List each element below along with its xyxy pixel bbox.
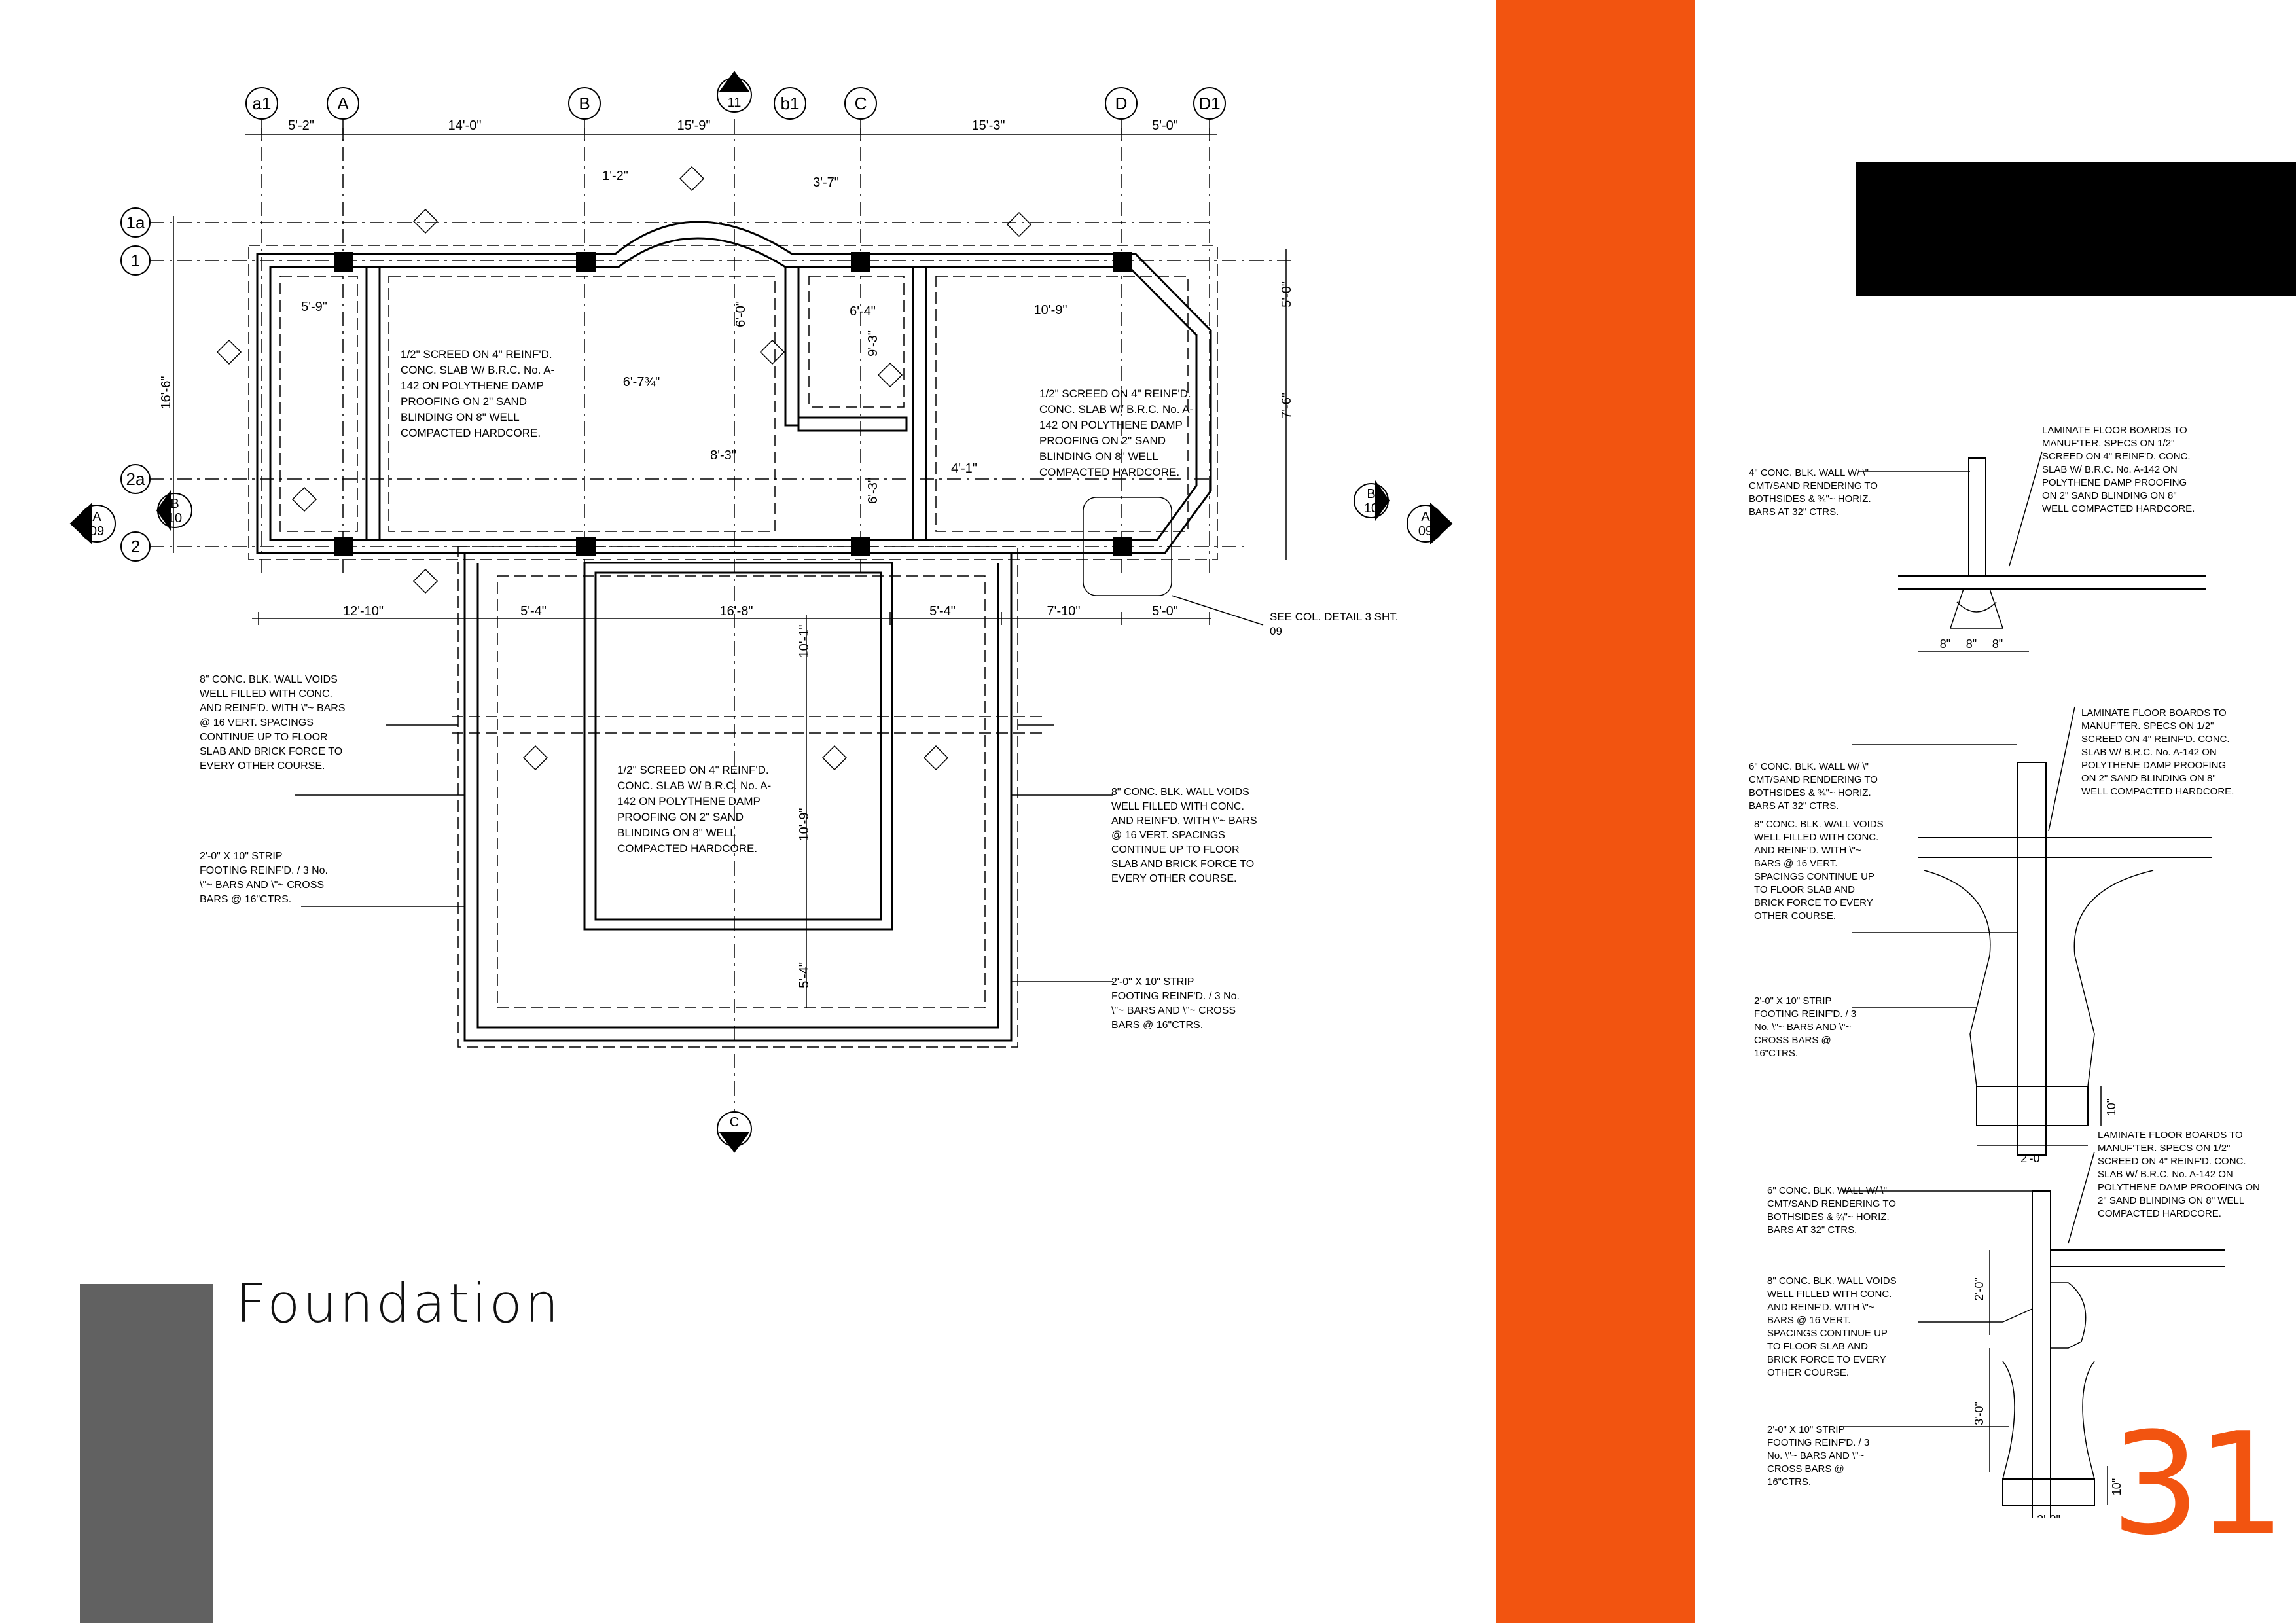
footing-note-left: 2'-0" X 10" STRIP FOOTING REINF'D. / 3 N… — [200, 851, 328, 905]
svg-text:1: 1 — [131, 251, 140, 270]
svg-text:B: B — [579, 94, 590, 113]
section-b-left-letter: B — [170, 497, 179, 511]
svg-text:2a: 2a — [126, 469, 145, 489]
svg-text:5'-2": 5'-2" — [288, 118, 314, 133]
section-a-left-sheet: 09 — [90, 524, 104, 539]
svg-text:1'-2": 1'-2" — [602, 169, 628, 183]
svg-text:5'-0": 5'-0" — [1280, 281, 1294, 308]
detail-3-floor-note: LAMINATE FLOOR BOARDS TO MANUF'TER. SPEC… — [2098, 1130, 2260, 1219]
svg-text:10'-1": 10'-1" — [797, 625, 812, 658]
section-c-bottom-letter: C — [730, 1115, 739, 1130]
detail-3-footing-note: 2'-0" X 10" STRIP FOOTING REINF'D. / 3 N… — [1767, 1424, 1870, 1488]
detail-2-dim-depth: 10" — [2105, 1099, 2118, 1116]
svg-text:5'-4": 5'-4" — [797, 962, 812, 988]
detail-2 — [1852, 706, 2212, 1156]
detail-3 — [1842, 1151, 2225, 1518]
svg-text:5'-4": 5'-4" — [929, 604, 956, 618]
detail-3-dim-depth: 10" — [2110, 1478, 2123, 1495]
detail-1-dim-2: 8" — [1966, 637, 1977, 651]
svg-text:9'-3": 9'-3" — [866, 330, 880, 357]
foundation-plan: a1 A B b1 C D D1 1a 1 2a 2 A 09 A 09 B 1… — [69, 71, 1453, 1153]
detail-2-wall-note: 6" CONC. BLK. WALL W/ \" CMT/SAND RENDER… — [1749, 761, 1878, 812]
svg-text:C: C — [855, 94, 867, 113]
svg-text:14'-0": 14'-0" — [448, 118, 482, 133]
section-a-left-letter: A — [92, 510, 101, 524]
gray-side-bar — [80, 1284, 213, 1623]
section-markers — [69, 71, 1453, 1153]
detail-3-dim-a: 2'-0" — [1973, 1277, 1986, 1301]
detail-2-floor-note: LAMINATE FLOOR BOARDS TO MANUF'TER. SPEC… — [2081, 707, 2234, 797]
svg-text:6'-3": 6'-3" — [866, 478, 880, 504]
slab-note-2: 1/2" SCREED ON 4" REINF'D. CONC. SLAB W/… — [1039, 387, 1194, 478]
svg-text:2: 2 — [131, 537, 140, 556]
slab-note-1: 1/2" SCREED ON 4" REINF'D. CONC. SLAB W/… — [401, 348, 555, 439]
svg-text:5'-9": 5'-9" — [301, 300, 327, 314]
svg-text:6'-7¾": 6'-7¾" — [623, 375, 660, 389]
detail-3-block-note: 8" CONC. BLK. WALL VOIDS WELL FILLED WIT… — [1767, 1275, 1897, 1378]
dimension-labels: 5'-2" 14'-0" 15'-9" 15'-3" 5'-0" 12'-10"… — [288, 118, 1178, 618]
section-b-left-sheet: 10 — [168, 511, 182, 526]
svg-text:A: A — [337, 94, 349, 113]
page-title: Foundation — [236, 1273, 562, 1335]
svg-text:10'-9": 10'-9" — [1034, 303, 1067, 317]
detail-3-wall-note: 6" CONC. BLK. WALL W/ \" CMT/SAND RENDER… — [1767, 1185, 1896, 1236]
svg-text:7'-6": 7'-6" — [1280, 393, 1294, 419]
svg-text:1a: 1a — [126, 213, 145, 232]
svg-text:15'-9": 15'-9" — [677, 118, 711, 133]
svg-text:5'-0": 5'-0" — [1152, 604, 1178, 618]
svg-text:4'-1": 4'-1" — [951, 461, 977, 476]
black-header-tab — [1856, 162, 2296, 296]
section-c-top-letter: C — [730, 81, 739, 96]
svg-text:7'-10": 7'-10" — [1047, 604, 1081, 618]
svg-text:16'-8": 16'-8" — [720, 604, 753, 618]
detail-3-dim-width: 2'-0" — [2037, 1513, 2060, 1518]
orange-band — [1496, 0, 1695, 1623]
svg-text:10'-9": 10'-9" — [797, 808, 812, 842]
svg-text:15'-3": 15'-3" — [972, 118, 1005, 133]
svg-text:5'-0": 5'-0" — [1152, 118, 1178, 133]
svg-text:8'-3": 8'-3" — [710, 448, 736, 463]
svg-text:12'-10": 12'-10" — [343, 604, 384, 618]
grid-labels: a1 A B b1 C D D1 1a 1 2a 2 — [126, 94, 1221, 556]
detail-1-dim-1: 8" — [1940, 637, 1950, 651]
section-a-right-sheet: 09 — [1418, 524, 1433, 539]
footing-note-right: 2'-0" X 10" STRIP FOOTING REINF'D. / 3 N… — [1111, 976, 1240, 1031]
svg-text:16'-6": 16'-6" — [159, 376, 173, 410]
svg-text:3'-7": 3'-7" — [813, 175, 839, 190]
detail-3-dim-b: 3'-0" — [1973, 1402, 1986, 1425]
svg-text:a1: a1 — [253, 94, 272, 113]
section-details: 2'-0" 3'-0" 2'-0" 10" 2'-0" 10" 8" 8" 8" — [1842, 451, 2225, 1518]
svg-text:5'-4": 5'-4" — [520, 604, 547, 618]
detail-1-dim-3: 8" — [1992, 637, 2003, 651]
section-c-bottom-sheet: 11 — [728, 1130, 742, 1144]
wall-note-right: 8" CONC. BLK. WALL VOIDS WELL FILLED WIT… — [1111, 787, 1257, 884]
section-b-right-letter: B — [1367, 487, 1375, 501]
svg-text:6'-0": 6'-0" — [734, 301, 748, 327]
section-c-top-sheet: 11 — [728, 96, 742, 110]
detail-1-wall-note: 4" CONC. BLK. WALL W/ \" CMT/SAND RENDER… — [1749, 467, 1878, 518]
detail-1 — [1859, 451, 2206, 652]
page-number: 31 — [2111, 1402, 2286, 1566]
svg-text:D: D — [1115, 94, 1128, 113]
column-detail-note: SEE COL. DETAIL 3 SHT. 09 — [1270, 611, 1399, 637]
wall-note-left: 8" CONC. BLK. WALL VOIDS WELL FILLED WIT… — [200, 674, 346, 772]
detail-2-footing-note: 2'-0" X 10" STRIP FOOTING REINF'D. / 3 N… — [1754, 995, 1857, 1059]
detail-2-block-note: 8" CONC. BLK. WALL VOIDS WELL FILLED WIT… — [1754, 819, 1884, 921]
svg-text:D1: D1 — [1198, 94, 1220, 113]
section-a-right-letter: A — [1421, 510, 1430, 524]
slab-note-3: 1/2" SCREED ON 4" REINF'D. CONC. SLAB W/… — [617, 764, 772, 855]
section-b-right-sheet: 10 — [1364, 501, 1378, 516]
svg-text:b1: b1 — [781, 94, 800, 113]
detail-2-dim-width: 2'-0" — [2020, 1152, 2044, 1165]
svg-text:6'-4": 6'-4" — [850, 304, 876, 319]
detail-1-floor-note: LAMINATE FLOOR BOARDS TO MANUF'TER. SPEC… — [2042, 425, 2195, 514]
